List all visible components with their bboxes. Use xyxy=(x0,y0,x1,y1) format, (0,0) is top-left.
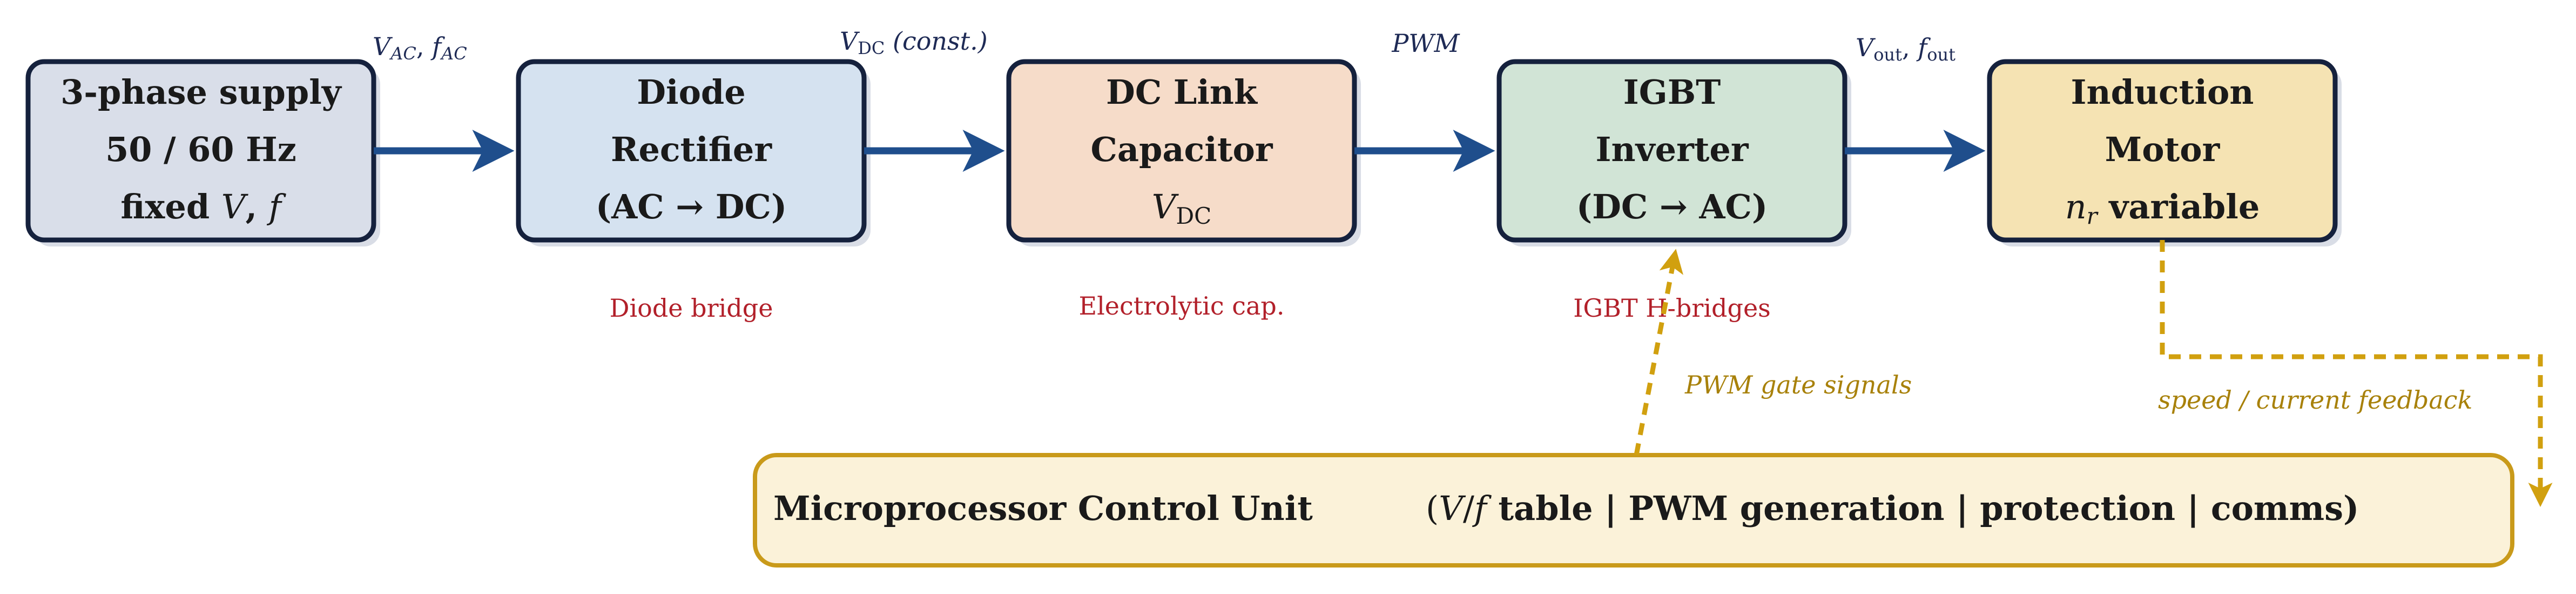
capacitor-line1: DC Link xyxy=(1106,72,1258,112)
motor-line1: Induction xyxy=(2071,72,2254,112)
capacitor-block: DC Link Capacitor VDC xyxy=(1006,59,1357,243)
motor-line2: Motor xyxy=(2105,130,2221,169)
control-unit-details: (V/f table | PWM generation | protection… xyxy=(1426,489,2359,528)
control-unit-title: Microprocessor Control Unit xyxy=(773,489,1313,528)
capacitor-line2: Capacitor xyxy=(1090,130,1273,169)
component-label-capacitor: Electrolytic cap. xyxy=(1079,291,1285,321)
supply-line1: 3-phase supply xyxy=(60,72,342,112)
signal-label-pwm: PWM xyxy=(1391,29,1460,58)
supply-block: 3-phase supply 50 / 60 Hz fixed V, f xyxy=(25,59,376,243)
rectifier-line2: Rectifier xyxy=(611,130,772,169)
feedback-label: speed / current feedback xyxy=(2158,385,2472,415)
rectifier-line1: Diode xyxy=(637,72,745,112)
inverter-line1: IGBT xyxy=(1623,72,1721,112)
component-label-inverter: IGBT H-bridges xyxy=(1573,293,1771,323)
component-label-rectifier: Diode bridge xyxy=(610,293,773,323)
rectifier-line3: (AC → DC) xyxy=(596,187,787,226)
inverter-block: IGBT Inverter (DC → AC) xyxy=(1496,59,1847,243)
rectifier-block: Diode Rectifier (AC → DC) xyxy=(516,59,867,243)
supply-line2: 50 / 60 Hz xyxy=(105,130,296,169)
signal-label-vout-fout: Vout, fout xyxy=(1856,33,1955,65)
signal-label-vac-fac: VAC, fAC xyxy=(373,32,467,64)
supply-line3: fixed V, f xyxy=(120,187,286,226)
control-unit-block: Microprocessor Control Unit (V/f table |… xyxy=(753,453,2514,568)
motor-block: Induction Motor nr variable xyxy=(1987,59,2338,243)
inverter-line3: (DC → AC) xyxy=(1576,187,1768,226)
signal-label-vdc-const: VDC (const.) xyxy=(840,26,988,58)
motor-line3: nr variable xyxy=(2065,187,2260,229)
arrow-speed-feedback xyxy=(2160,240,2553,507)
arrow-pwm-gate-signals xyxy=(1634,249,1683,456)
pwm-gate-signals-label: PWM gate signals xyxy=(1684,370,1912,399)
capacitor-line3: VDC xyxy=(1152,187,1212,229)
inverter-line2: Inverter xyxy=(1596,130,1749,169)
control-signal-arrows xyxy=(1634,240,2553,507)
